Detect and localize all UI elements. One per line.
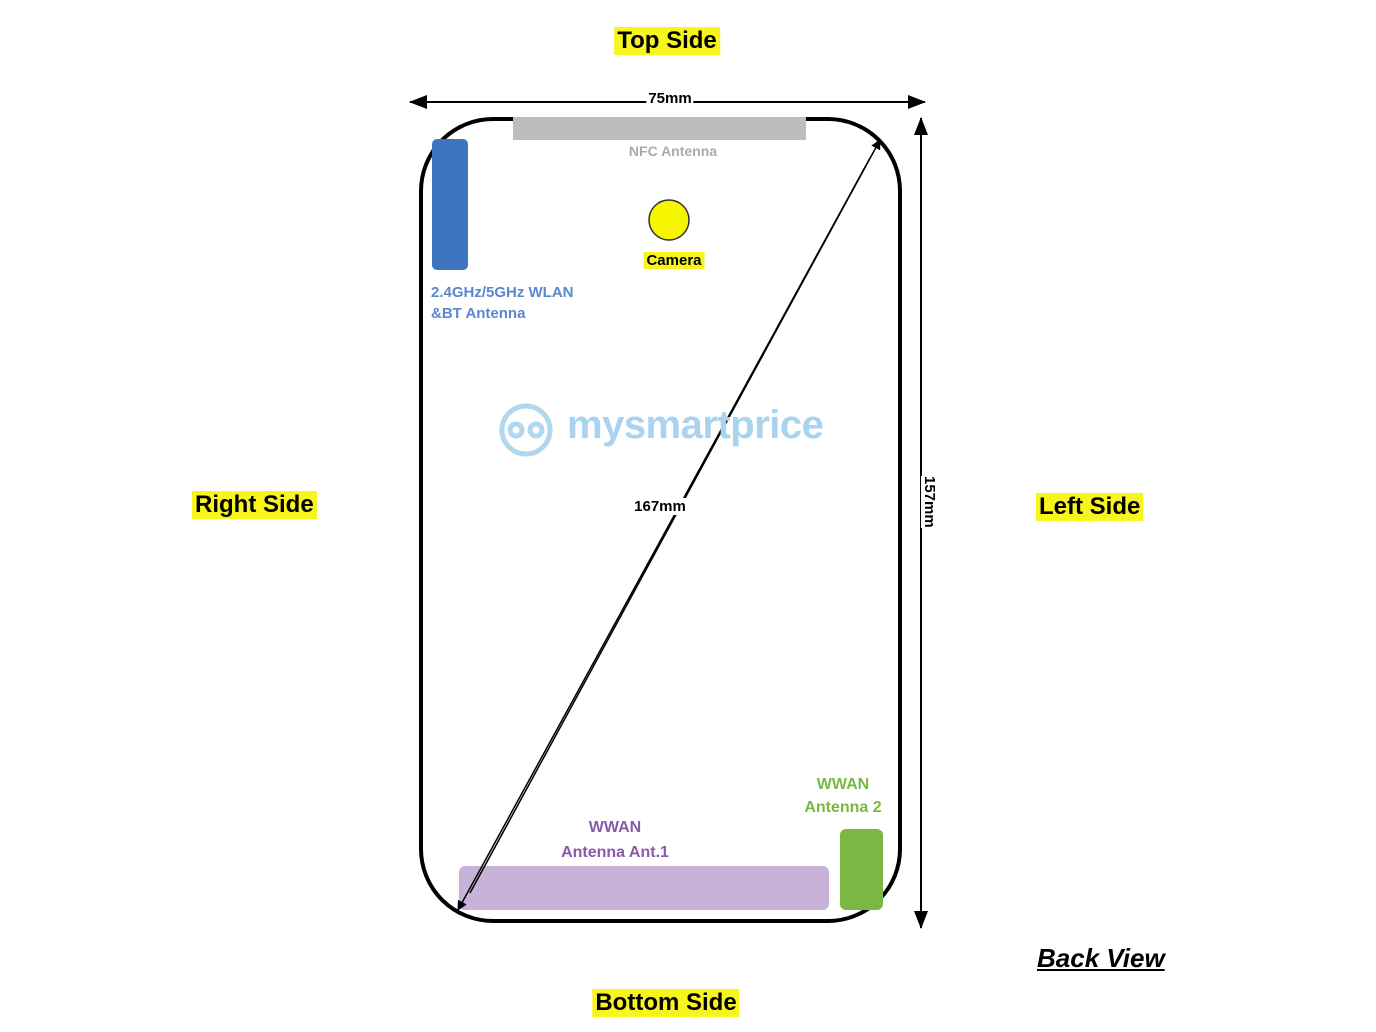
wlan-antenna [432, 139, 468, 270]
wwan-antenna-1 [459, 866, 829, 910]
back-view-label: Back View [1037, 943, 1165, 973]
wwan2-label-line1: WWAN [816, 776, 870, 793]
right-side-label: Right Side [192, 491, 317, 519]
nfc-antenna [513, 117, 806, 140]
wlan-antenna-label: 2.4GHz/5GHz WLAN &BT Antenna [431, 282, 574, 324]
wwan1-label-line2: Antenna Ant.1 [561, 844, 669, 861]
wwan2-label-line2: Antenna 2 [804, 799, 882, 816]
owl-logo-icon [499, 403, 553, 457]
width-dimension-label: 75mm [646, 90, 694, 107]
nfc-antenna-label: NFC Antenna [628, 143, 718, 159]
wwan-antenna-2-label: WWAN Antenna 2 [804, 773, 881, 819]
wwan-antenna-1-label: WWAN Antenna Ant.1 [561, 815, 669, 865]
diagonal-dimension-label: 167mm [634, 498, 686, 515]
wwan-antenna-2 [840, 829, 883, 910]
left-side-label: Left Side [1036, 493, 1144, 521]
diagonal-arrow-back [457, 157, 871, 911]
wlan-label-line1: 2.4GHz/5GHz WLAN [431, 284, 574, 301]
camera-icon [648, 199, 690, 241]
height-dimension-label: 157mm [921, 476, 938, 528]
bottom-side-label: Bottom Side [592, 989, 740, 1017]
watermark: mysmartprice [567, 403, 824, 447]
wlan-label-line2: &BT Antenna [431, 305, 526, 322]
wwan1-label-line1: WWAN [588, 819, 642, 836]
top-side-label: Top Side [614, 27, 720, 55]
camera-label: Camera [643, 252, 705, 269]
